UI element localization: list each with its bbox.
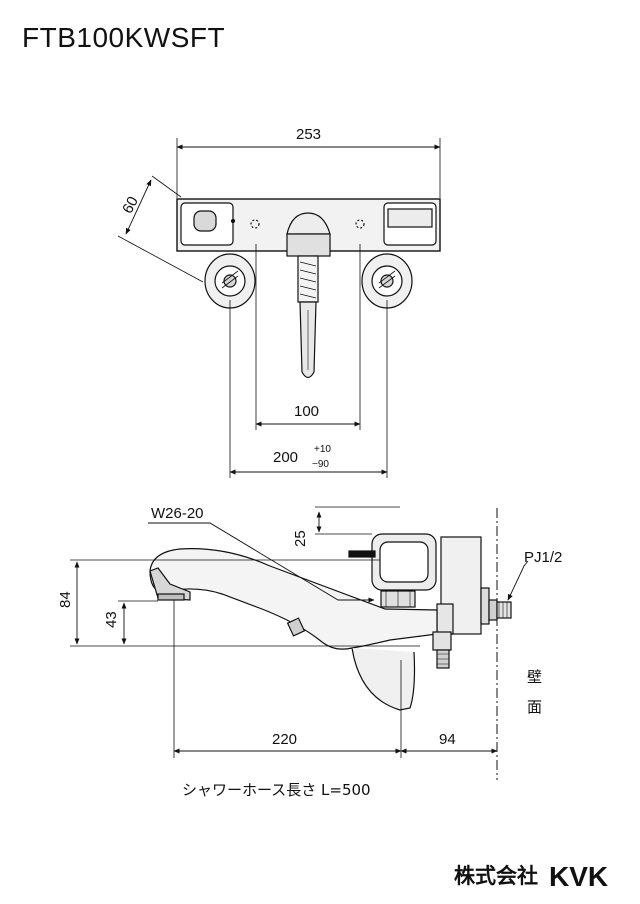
wall-label-1: 壁 <box>527 668 542 686</box>
dim-label-84: 84 <box>57 591 74 608</box>
dim-label-43: 43 <box>103 611 120 628</box>
dim-label-200: 200 <box>273 449 298 466</box>
dim-label-100: 100 <box>294 403 319 420</box>
dim-label-60: 60 <box>119 194 142 217</box>
top-view <box>117 138 441 478</box>
company-name-jp: 株式会社 <box>454 864 538 888</box>
dim-label-25: 25 <box>292 530 309 547</box>
brand-logo: KVK <box>549 861 608 892</box>
thread-spec-label: W26-20 <box>151 505 204 522</box>
pipe-spec-label: PJ1/2 <box>524 549 562 566</box>
side-view <box>70 506 529 780</box>
dim-line-60 <box>125 179 152 235</box>
dim-label-94: 94 <box>439 731 456 748</box>
tolerance-plus: +10 <box>314 444 331 455</box>
drawing-title: FTB100KWSFT <box>22 22 226 53</box>
dim-label-220: 220 <box>272 731 297 748</box>
wall-label-2: 面 <box>527 698 542 716</box>
tolerance-minus: −90 <box>312 459 329 470</box>
leader-pj <box>507 560 529 601</box>
leader-w26 <box>148 522 375 603</box>
dim-label-253: 253 <box>296 126 321 143</box>
hose-length-note: シャワーホース長さ L=500 <box>182 781 371 799</box>
